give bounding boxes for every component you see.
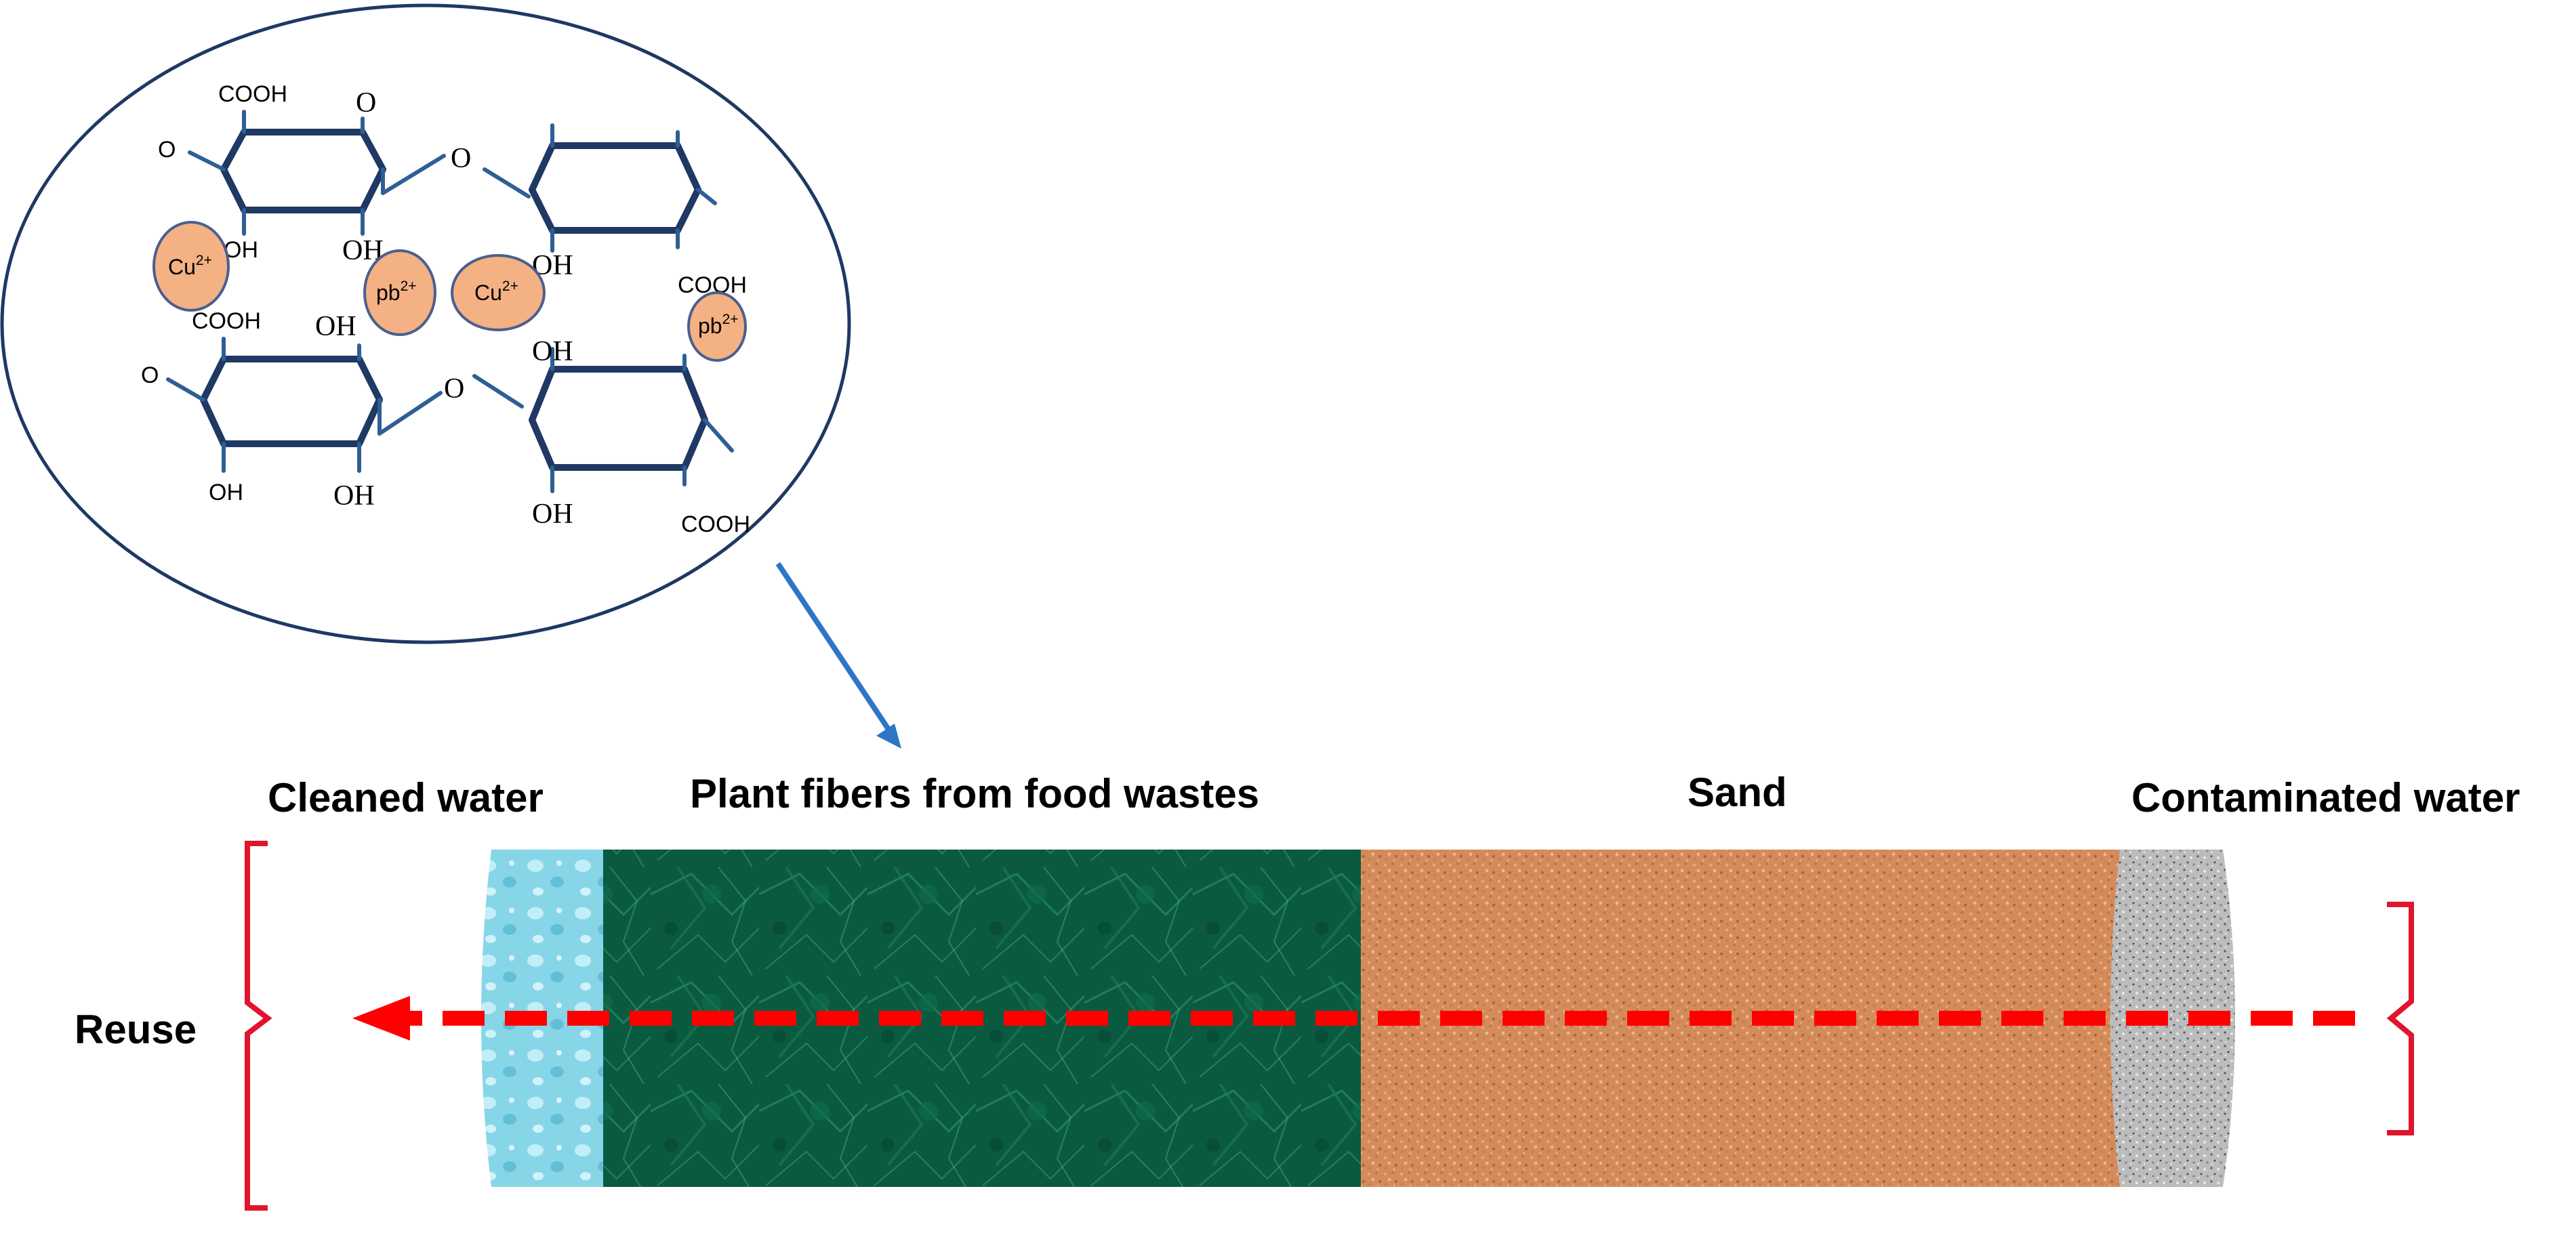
plant-fibers-label: Plant fibers from food wastes: [690, 771, 1259, 816]
oh-label-8: OH: [532, 499, 573, 530]
reuse-bracket: [245, 841, 272, 1211]
flow-arrow-head: [352, 996, 410, 1041]
svg-text:pb2+: pb2+: [698, 312, 739, 338]
cleaned-water-label: Cleaned water: [268, 775, 544, 820]
oh-label-5: OH: [209, 480, 243, 505]
svg-text:Cu2+: Cu2+: [474, 278, 518, 305]
cu-ion-2: Cu2+: [451, 254, 546, 331]
input-bracket: [2386, 902, 2414, 1135]
oh-label-7: OH: [532, 336, 573, 367]
oh-label-4: OH: [315, 311, 356, 342]
pb-ion-1: pb2+: [363, 249, 436, 336]
o-label-5: O: [444, 373, 464, 404]
cu-ion-1: Cu2+: [152, 221, 230, 312]
cooh-label-3: COOH: [681, 511, 750, 537]
contaminated-water-layer: [2110, 850, 2235, 1187]
zoom-pointer-line: [775, 562, 891, 730]
o-label-2: O: [158, 137, 176, 163]
cooh-label-2: COOH: [192, 308, 261, 334]
contaminated-water-label: Contaminated water: [2131, 775, 2520, 820]
svg-text:pb2+: pb2+: [376, 278, 417, 305]
o-label-1: O: [356, 87, 376, 119]
sand-label: Sand: [1688, 770, 1787, 815]
o-label-4: O: [141, 362, 159, 388]
pb-ion-2: pb2+: [687, 291, 747, 362]
reuse-label: Reuse: [75, 1007, 197, 1052]
o-label-3: O: [451, 143, 471, 174]
cooh-label-1: COOH: [218, 81, 287, 107]
svg-text:Cu2+: Cu2+: [168, 253, 212, 279]
zoom-pointer-head: [876, 724, 901, 749]
oh-label-6: OH: [333, 480, 375, 511]
oh-label-1: OH: [224, 237, 258, 263]
sand-layer: [1361, 850, 2120, 1187]
